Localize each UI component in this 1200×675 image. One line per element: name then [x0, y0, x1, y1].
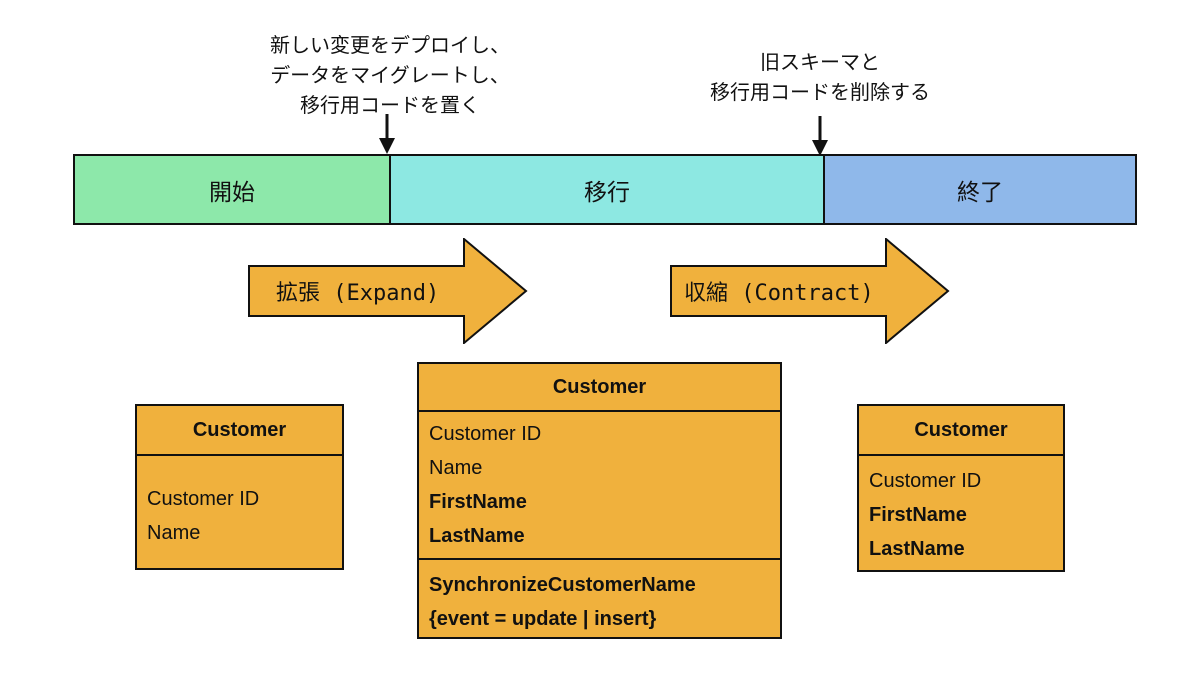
expand-arrow-shape — [248, 238, 528, 344]
entity-title: Customer — [137, 406, 342, 456]
attribute-customer-id: Customer ID — [869, 470, 982, 492]
entity-attributes: Customer ID FirstName LastName — [859, 456, 1063, 566]
contract-annotation-line-1: 旧スキーマと — [760, 50, 880, 74]
method-synchronize-customer-name: SynchronizeCustomerName — [429, 574, 696, 596]
attribute-last-name: LastName — [869, 538, 965, 560]
expand-arrow: 拡張 (Expand) — [248, 238, 528, 344]
attribute-customer-id: Customer ID — [147, 488, 260, 510]
attribute-first-name: FirstName — [429, 491, 527, 513]
contract-arrow: 収縮 (Contract) — [670, 238, 950, 344]
expand-pointer-arrow — [379, 114, 395, 154]
entity-attributes: Customer ID Name — [137, 456, 342, 550]
phase-migration: 移行 — [389, 156, 823, 223]
contract-annotation-line-2: 移行用コードを削除する — [710, 80, 930, 104]
method-trigger-condition: {event = update | insert} — [429, 608, 657, 630]
entity-title: Customer — [419, 364, 780, 412]
expand-annotation: 新しい変更をデプロイし、 データをマイグレートし、 移行用コードを置く — [180, 30, 600, 120]
attribute-name: Name — [429, 457, 483, 479]
contract-pointer-arrow — [812, 116, 828, 156]
phase-timeline: 開始 移行 終了 — [73, 154, 1137, 225]
phase-end: 終了 — [823, 156, 1135, 223]
customer-entity-before: Customer Customer ID Name — [135, 404, 344, 570]
entity-attributes: Customer ID Name FirstName LastName — [419, 412, 780, 558]
attribute-customer-id: Customer ID — [429, 423, 542, 445]
expand-annotation-line-2: データをマイグレートし、 — [270, 63, 510, 87]
expand-arrow-label: 拡張 (Expand) — [276, 281, 440, 306]
entity-title: Customer — [859, 406, 1063, 456]
contract-arrow-shape — [670, 238, 950, 344]
attribute-name: Name — [147, 522, 201, 544]
customer-entity-after: Customer Customer ID FirstName LastName — [857, 404, 1065, 572]
customer-entity-during: Customer Customer ID Name FirstName Last… — [417, 362, 782, 639]
entity-methods: SynchronizeCustomerName {event = update … — [419, 558, 780, 636]
expand-annotation-line-3: 移行用コードを置く — [300, 93, 480, 117]
expand-annotation-line-1: 新しい変更をデプロイし、 — [270, 33, 510, 57]
contract-annotation: 旧スキーマと 移行用コードを削除する — [680, 47, 960, 107]
attribute-first-name: FirstName — [869, 504, 967, 526]
contract-arrow-label: 収縮 (Contract) — [684, 281, 874, 306]
phase-start: 開始 — [75, 156, 389, 223]
attribute-last-name: LastName — [429, 525, 525, 547]
